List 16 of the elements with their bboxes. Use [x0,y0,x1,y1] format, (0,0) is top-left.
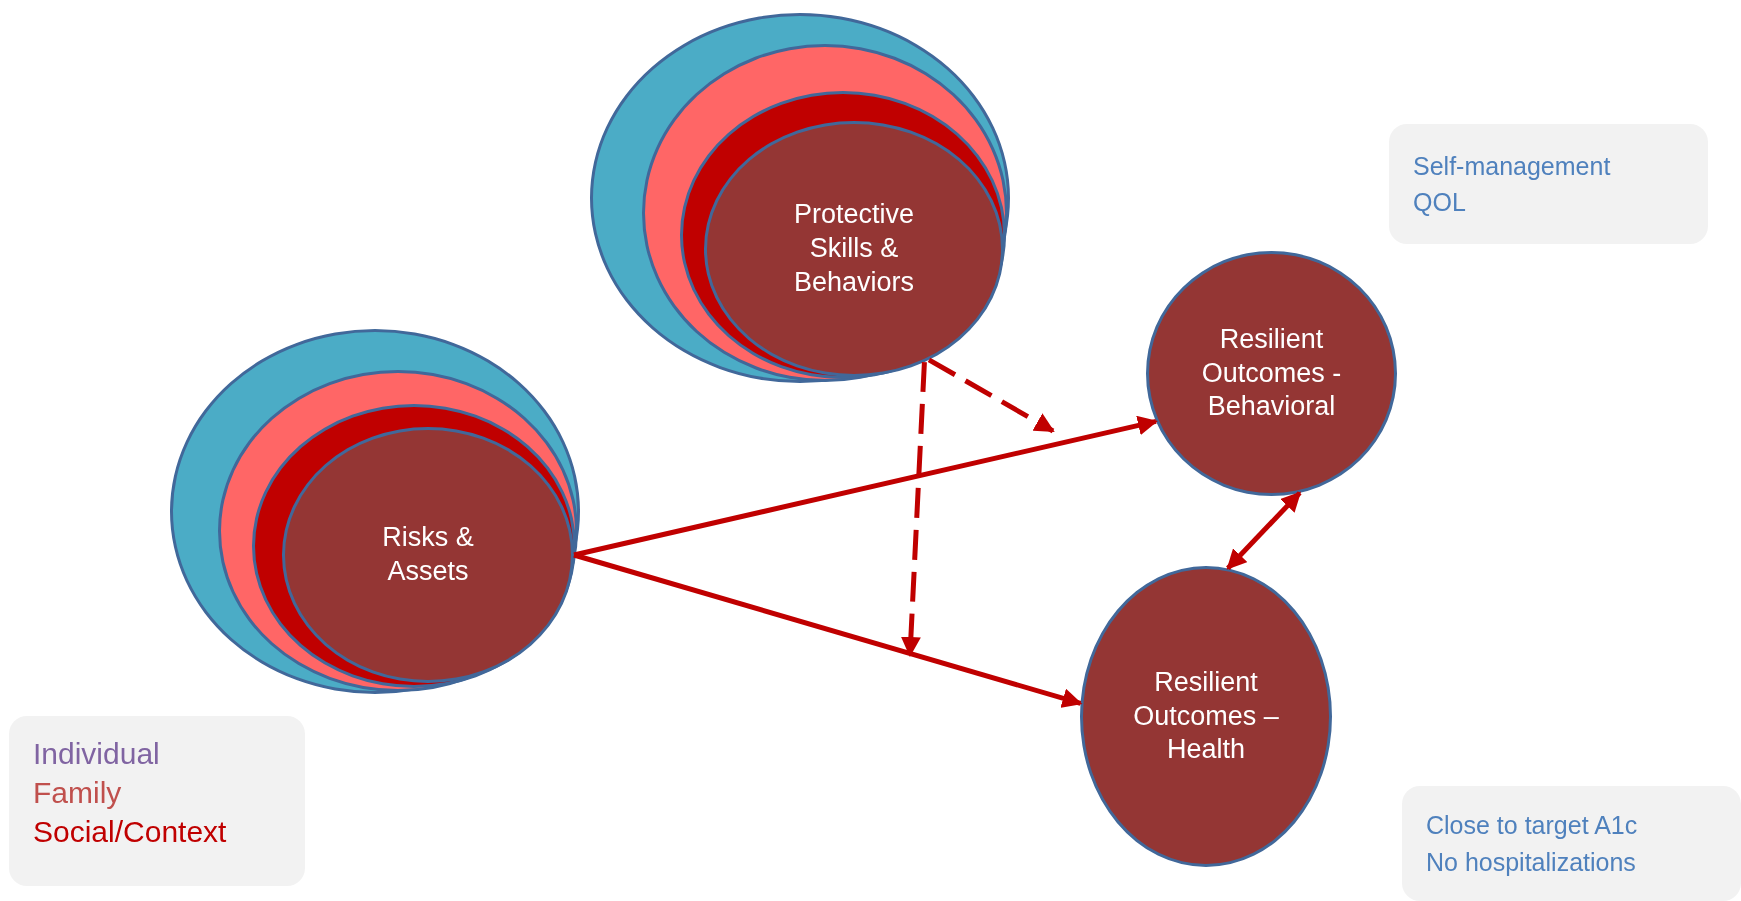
legend-text: Social/Context [33,814,227,850]
note-text: Close to target A1c [1426,810,1638,842]
node-label: Risks & Assets [381,521,475,588]
legend-text: Individual [33,736,160,772]
arrow [573,415,1158,558]
note-text: QOL [1413,187,1466,218]
arrow [900,361,927,657]
arrow [927,357,1055,434]
node-label: Protective Skills & Behaviors [792,198,916,299]
node-label: Resilient Outcomes – Health [1132,665,1280,767]
legend-text: Family [33,775,122,811]
arrow [1226,491,1302,570]
arrow [573,552,1083,708]
note-text: No hospitalizations [1426,846,1636,878]
node-label: Resilient Outcomes - Behavioral [1200,322,1343,424]
note-text: Self-management [1413,150,1611,182]
